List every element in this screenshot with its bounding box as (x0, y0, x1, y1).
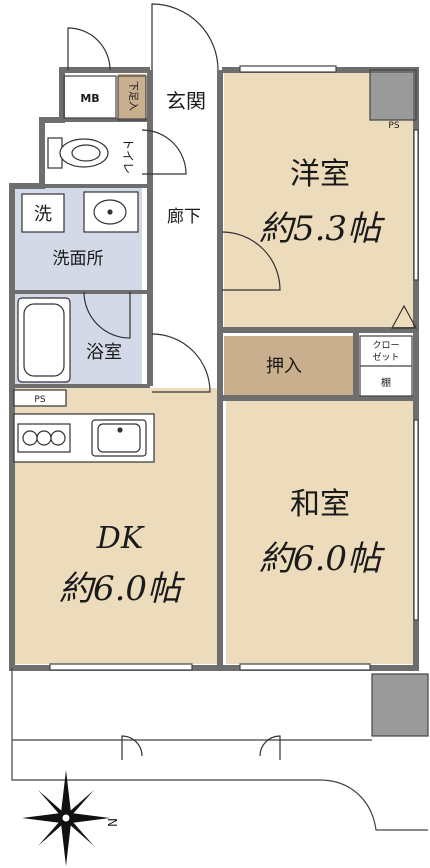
bathroom-label: 浴室 (86, 342, 122, 363)
japanese-room-area (226, 398, 416, 664)
labels: 洋室 約5.3帖 和室 約6.0帖 DK 約6.0帖 玄関 廊下 トイレ 洗面所… (34, 81, 400, 609)
shoe-box-area (118, 74, 146, 120)
shelf-label: 棚 (381, 376, 391, 389)
column-bottom-right (372, 674, 428, 736)
ps-box-left (13, 389, 67, 407)
corridor-label: 廊下 (167, 207, 201, 227)
walk-closet-label-2: ゼット (372, 351, 399, 363)
room-fills (12, 70, 428, 736)
doors (67, 3, 418, 760)
washer-icon (21, 193, 65, 233)
washroom-label: 洗面所 (53, 249, 104, 269)
mb-label: MB (80, 92, 99, 105)
shoe-box-label: 下足入 (127, 81, 139, 111)
dk-area (12, 462, 218, 664)
japanese-room-name: 和室 (290, 487, 350, 522)
ps-left-label: PS (34, 395, 45, 405)
western-room-name: 洋室 (290, 157, 350, 192)
washer-label: 洗 (34, 204, 52, 225)
walk-closet-label-1: クロー (372, 340, 399, 351)
walls (9, 67, 419, 671)
ps-top-right (370, 70, 416, 120)
bathtub-icon (17, 297, 71, 383)
compass-icon (22, 770, 110, 866)
japanese-room-size: 約6.0帖 (259, 539, 386, 579)
toilet-icon (47, 137, 109, 169)
stove-icon (17, 423, 71, 453)
washbasin-icon (83, 191, 139, 233)
thin-lines (11, 65, 429, 831)
toilet-label: トイレ (121, 138, 135, 174)
dk-name: DK (96, 521, 145, 556)
compass-north-label: N (105, 818, 119, 827)
sink-icon (91, 419, 147, 457)
closet-label: 押入 (266, 356, 302, 377)
dk-size: 約6.0帖 (59, 569, 186, 609)
western-room-size: 約5.3帖 (259, 209, 386, 249)
ps-top-label: PS (388, 121, 399, 131)
fixtures (13, 137, 155, 463)
entrance-label: 玄関 (166, 89, 206, 113)
closet-area (224, 336, 356, 396)
